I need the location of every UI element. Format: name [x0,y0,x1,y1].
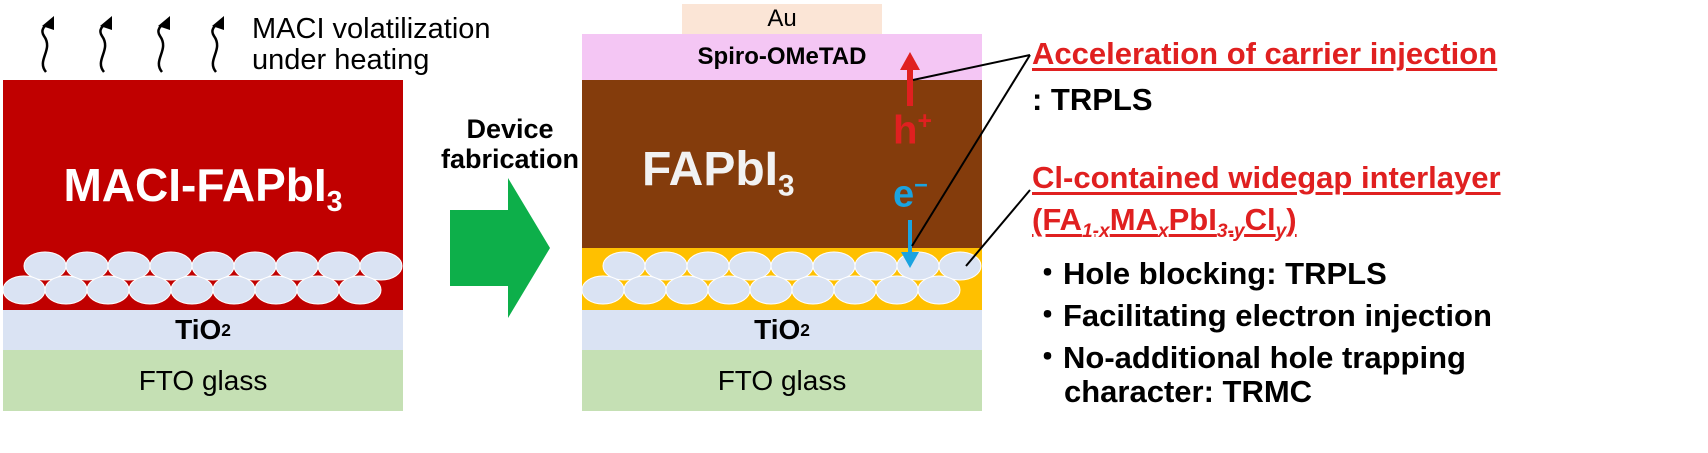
heat-arrow-icon [41,20,51,73]
bullet-hole-blocking: ・Hole blocking: TRPLS [1032,256,1387,291]
hole-label: h+ [893,108,932,153]
device-fabrication-label: Device fabrication [420,114,600,174]
au-label: Au [767,5,797,32]
electron-label: e− [893,172,928,217]
left-tio2-main: TiO [175,314,222,345]
right-tio2-sub: 2 [800,319,810,340]
left-fto-label: FTO glass [138,364,268,396]
right-fto-label: FTO glass [717,364,847,396]
formula-part: PbI [1168,202,1217,237]
au-electrode: Au [682,4,882,34]
right-tio2-main: TiO [754,314,801,345]
formula-part: Cl [1244,202,1276,237]
volatilization-note-line1: MACI volatilization [252,13,491,45]
device-label-line2: fabrication [440,144,580,174]
maci-fapbi3-label-main: MACI-FAPbI [63,159,327,211]
right-fto-layer: FTO glass [582,350,982,411]
formula-sub: x [1157,221,1169,243]
electron-label-sup: − [914,172,928,198]
heat-arrow-icon [211,20,221,73]
spiro-label: Spiro-OMeTAD [697,43,867,70]
hole-label-sup: + [917,108,932,135]
widegap-interlayer [582,248,982,310]
fapbi3-label-main: FAPbI [642,143,779,196]
heat-arrow-icon [99,20,109,73]
hole-label-main: h [893,108,918,153]
fapbi3-label: FAPbI3 [642,142,795,204]
carrier-injection-method: : TRPLS [1032,82,1153,117]
spiro-layer: Spiro-OMeTAD [582,34,982,80]
interlayer-title: Cl-contained widegap interlayer [1032,160,1501,195]
heat-arrow-icon [157,20,167,73]
volatilization-note: MACI volatilization under heating [252,14,491,76]
device-label-line1: Device [466,114,554,144]
formula-sub: y [1275,221,1287,243]
formula-sub: 3-y [1216,221,1245,243]
formula-sub: 1-x [1081,221,1110,243]
heat-arrows [0,0,250,80]
left-tio2-sub: 2 [221,319,231,340]
formula-part: MA [1109,202,1158,237]
bullet-hole-trapping: ・No-additional hole trapping [1032,340,1466,375]
carrier-injection-title: Acceleration of carrier injection [1032,36,1498,71]
volatilization-note-line2: under heating [252,44,430,76]
maci-fapbi3-label-sub: 3 [326,186,343,219]
formula-part: ) [1286,202,1297,237]
bullet-electron-injection: ・Facilitating electron injection [1032,298,1492,333]
bullet-hole-trapping-continued: character: TRMC [1064,374,1313,409]
fapbi3-label-sub: 3 [778,169,795,203]
formula-part: (FA [1032,202,1082,237]
left-fto-layer: FTO glass [3,350,403,411]
maci-fapbi3-label: MACI-FAPbI3 [3,158,403,219]
electron-label-main: e [893,173,915,216]
interlayer-formula: (FA1-xMAxPbI3-yCly) [1032,202,1297,243]
